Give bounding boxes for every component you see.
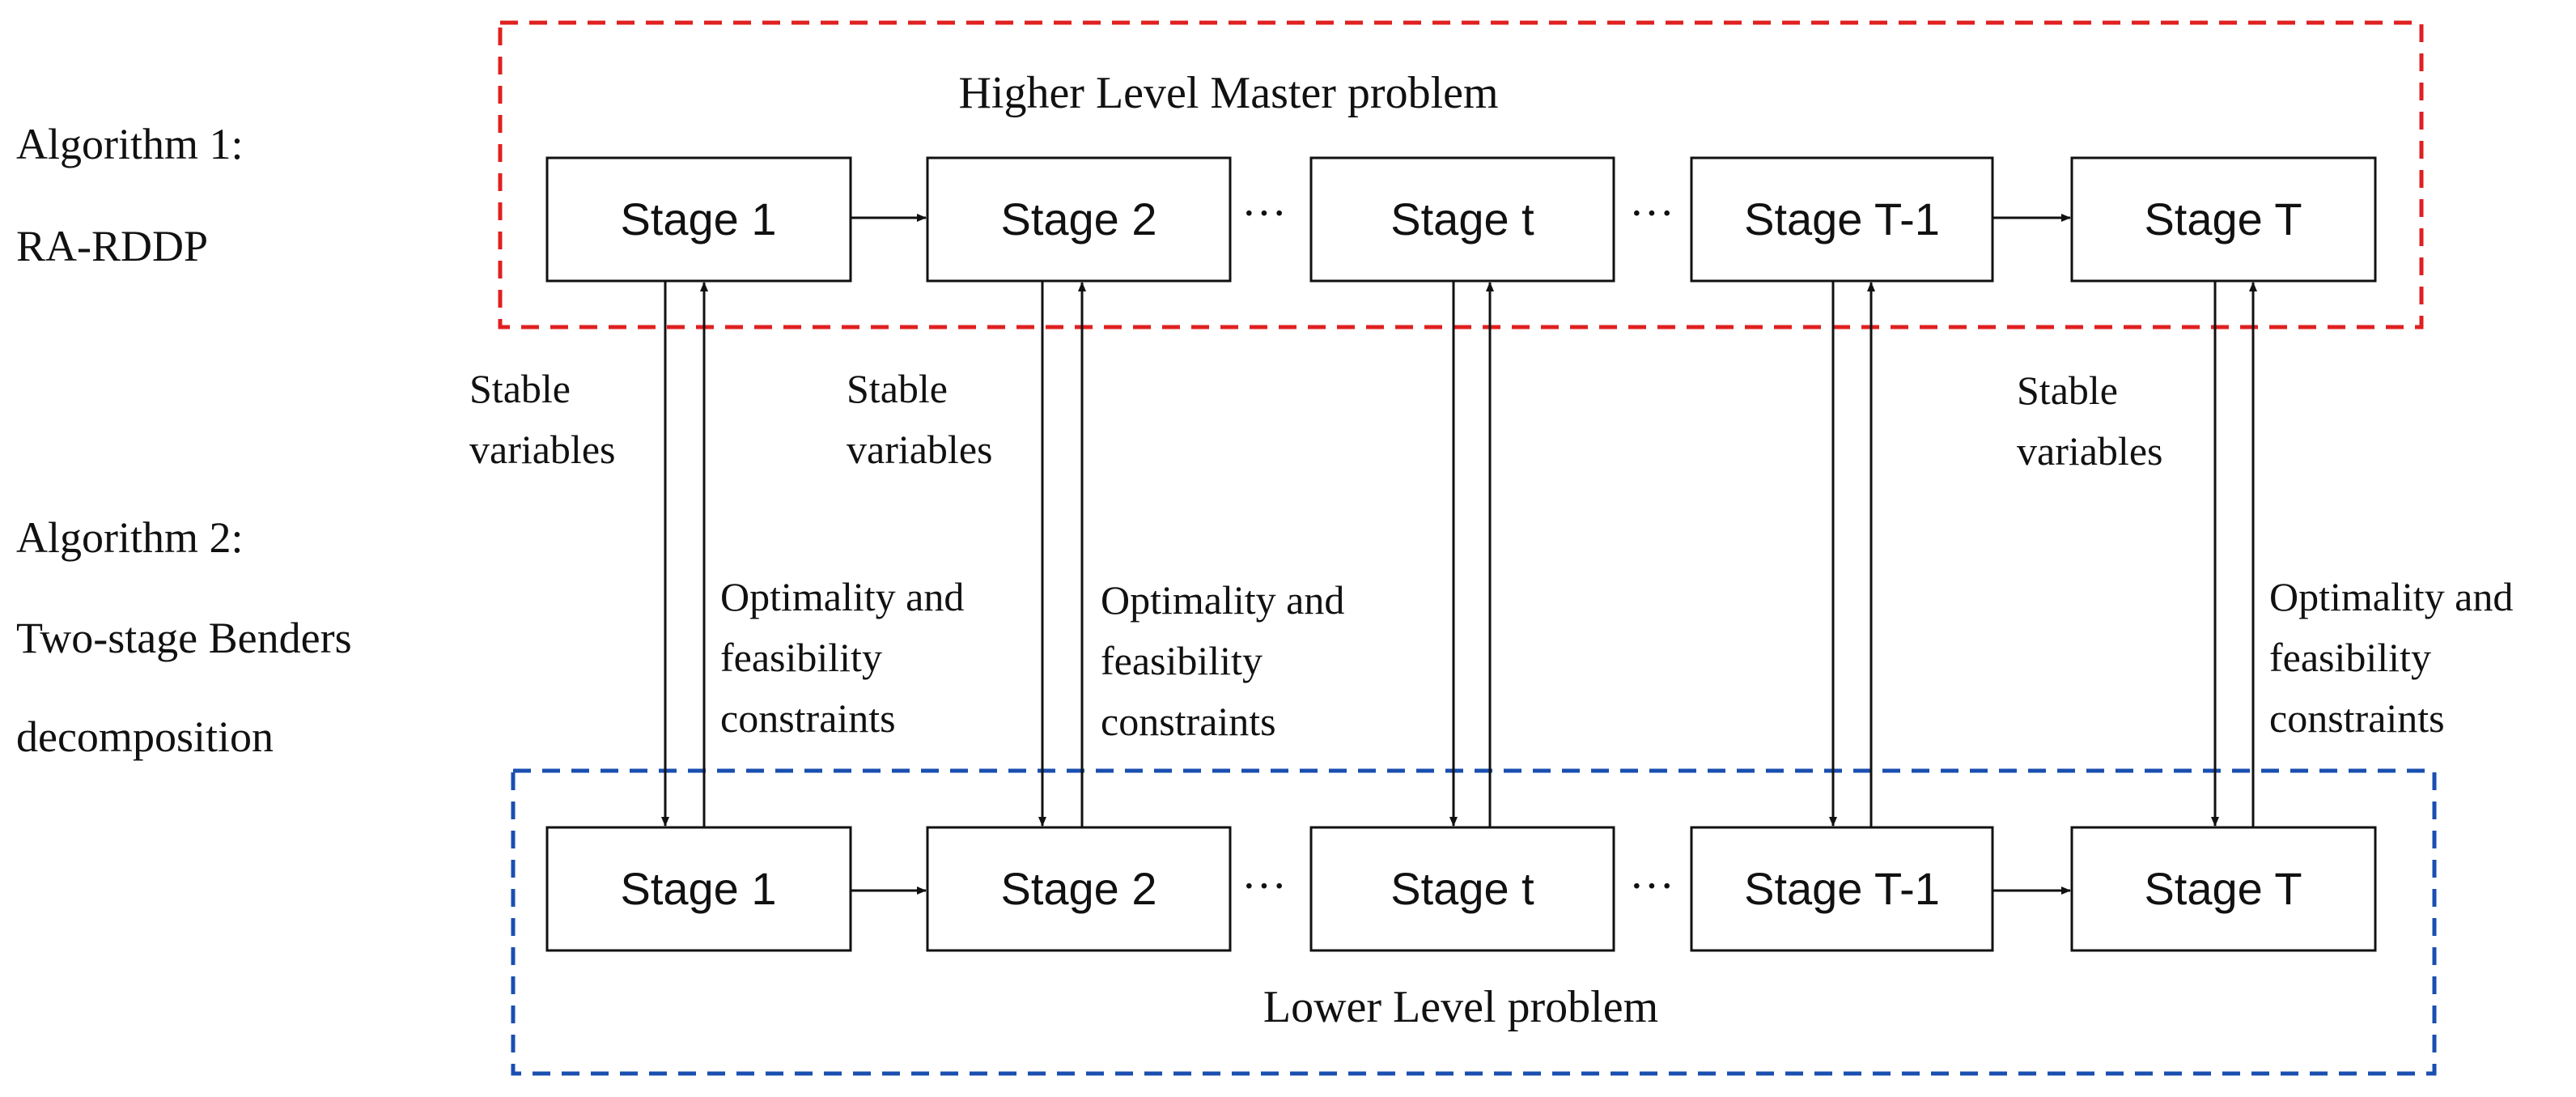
algorithm2-title: Algorithm 2:	[16, 513, 244, 562]
upper-stage-2-label: Stage 2	[1000, 193, 1156, 244]
optimality-feasibility-label-2: Optimality and feasibility constraints	[1101, 577, 1344, 744]
upper-stage-1: Stage 1	[545, 156, 852, 283]
svg-text:variables: variables	[469, 427, 615, 472]
lower-stage-t-label: Stage t	[1390, 863, 1534, 914]
upper-stage-T-label: Stage T	[2144, 193, 2302, 244]
lower-stage-2-label: Stage 2	[1000, 863, 1156, 914]
algorithm1-title: Algorithm 1:	[16, 120, 244, 168]
svg-text:constraints: constraints	[1101, 699, 1276, 744]
stable-variables-label-2: Stable variables	[847, 366, 992, 472]
svg-text:feasibility: feasibility	[1101, 638, 1263, 683]
lower-stage-T-label: Stage T	[2144, 863, 2302, 914]
upper-stage-2: Stage 2	[926, 156, 1232, 283]
lower-stage-1-label: Stage 1	[620, 863, 776, 914]
upper-stage-1-label: Stage 1	[620, 193, 776, 244]
upper-ellipsis-2: ···	[1629, 189, 1674, 239]
lower-ellipsis-2: ···	[1629, 861, 1674, 912]
upper-level-title: Higher Level Master problem	[958, 68, 1498, 118]
algorithm2-name-line2: decomposition	[16, 712, 274, 761]
svg-text:feasibility: feasibility	[2269, 635, 2431, 680]
lower-stage-t-minus-1-label: Stage T-1	[1744, 863, 1940, 914]
optimality-feasibility-label-3: Optimality and feasibility constraints	[2269, 574, 2513, 741]
svg-text:feasibility: feasibility	[720, 635, 882, 680]
algorithm1-name: RA-RDDP	[16, 222, 208, 270]
stable-variables-label-3: Stable variables	[2017, 368, 2162, 474]
lower-stage-T: Stage T	[2070, 826, 2377, 952]
upper-ellipsis-1: ···	[1241, 189, 1287, 239]
svg-text:Optimality and: Optimality and	[720, 574, 964, 619]
lower-level-title: Lower Level problem	[1263, 982, 1658, 1032]
upper-stage-t-label: Stage t	[1390, 193, 1534, 244]
svg-text:Optimality and: Optimality and	[2269, 574, 2513, 619]
svg-text:variables: variables	[847, 427, 992, 472]
svg-text:Stable: Stable	[469, 366, 571, 411]
svg-text:Optimality and: Optimality and	[1101, 577, 1344, 623]
upper-stage-T: Stage T	[2070, 156, 2377, 283]
lower-stage-t: Stage t	[1309, 826, 1615, 952]
svg-text:constraints: constraints	[2269, 695, 2445, 741]
upper-stage-t: Stage t	[1309, 156, 1615, 283]
svg-text:constraints: constraints	[720, 695, 896, 741]
lower-stage-t-minus-1: Stage T-1	[1690, 826, 1994, 952]
optimality-feasibility-label-1: Optimality and feasibility constraints	[720, 574, 964, 741]
upper-stage-t-minus-1-label: Stage T-1	[1744, 193, 1940, 244]
upper-stage-t-minus-1: Stage T-1	[1690, 156, 1994, 283]
lower-level-region	[511, 768, 2437, 1076]
svg-text:variables: variables	[2017, 428, 2162, 474]
lower-ellipsis-1: ···	[1241, 861, 1287, 912]
algorithm2-name-line1: Two-stage Benders	[16, 614, 352, 662]
stable-variables-label-1: Stable variables	[469, 366, 615, 472]
lower-stage-1: Stage 1	[545, 826, 852, 952]
svg-text:Stable: Stable	[847, 366, 948, 411]
lower-stage-2: Stage 2	[926, 826, 1232, 952]
upper-level-region	[498, 20, 2424, 330]
svg-text:Stable: Stable	[2017, 368, 2118, 413]
